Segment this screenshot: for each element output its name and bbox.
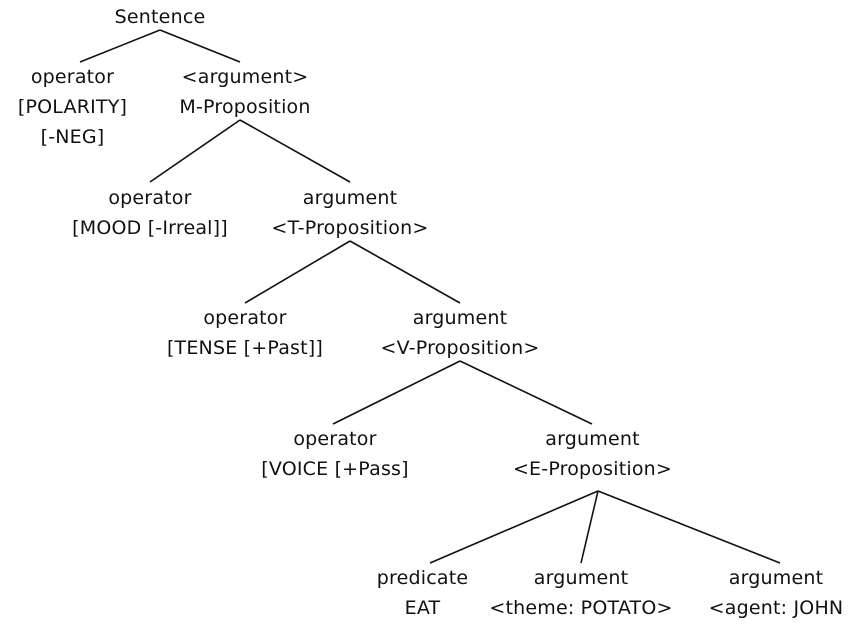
edge-eprop-predicate (429, 490, 599, 564)
node-category: <E-Proposition> (512, 458, 673, 480)
node-label: operator (30, 66, 115, 88)
node-label: <argument> (181, 66, 309, 88)
node-label: predicate (376, 567, 469, 589)
node-label: argument (728, 567, 824, 589)
node-polarity-operator: operator [POLARITY] [-NEG] (0, 62, 145, 152)
edge-vprop-argument (459, 360, 593, 425)
node-role: <theme: POTATO> (489, 597, 673, 619)
node-sentence: Sentence (100, 2, 220, 32)
node-mood-operator: operator [MOOD [-Irreal]] (60, 183, 240, 243)
node-tense-operator: operator [TENSE [+Past]] (150, 303, 340, 363)
edge-eprop-agent (597, 490, 781, 564)
edge-sentence-argument (159, 29, 241, 63)
node-agent-argument: argument <agent: JOHN (694, 563, 858, 623)
node-category: M-Proposition (179, 96, 311, 118)
edge-eprop-theme (580, 490, 599, 564)
edge-mprop-argument (239, 119, 351, 183)
node-feature: [POLARITY] (17, 96, 128, 118)
node-feature: [TENSE [+Past]] (166, 337, 324, 359)
node-feature-value: [-NEG] (40, 126, 105, 148)
node-label: argument (412, 307, 508, 329)
node-label: argument (545, 428, 640, 450)
node-m-proposition: <argument> M-Proposition (160, 62, 330, 122)
node-category: <V-Proposition> (380, 337, 540, 359)
edge-tprop-operator (244, 240, 351, 304)
node-label: operator (293, 428, 377, 450)
node-t-proposition: argument <T-Proposition> (260, 183, 440, 243)
node-label: argument (533, 567, 629, 589)
edge-mprop-operator (149, 119, 241, 183)
node-feature: [MOOD [-Irreal]] (72, 217, 228, 239)
node-theme-argument: argument <theme: POTATO> (476, 563, 686, 623)
node-value: EAT (404, 597, 441, 619)
node-voice-operator: operator [VOICE [+Pass] (250, 424, 420, 484)
node-role: <agent: JOHN (708, 597, 844, 619)
node-predicate: predicate EAT (365, 563, 480, 623)
edge-vprop-operator (332, 360, 461, 425)
node-sentence-label: Sentence (114, 6, 206, 28)
node-e-proposition: argument <E-Proposition> (500, 424, 685, 484)
node-label: operator (108, 187, 192, 209)
node-category: <T-Proposition> (271, 217, 429, 239)
edge-sentence-operator (79, 29, 161, 63)
node-v-proposition: argument <V-Proposition> (370, 303, 550, 363)
node-feature: [VOICE [+Pass] (261, 458, 409, 480)
edge-tprop-argument (349, 240, 461, 304)
node-label: argument (302, 187, 398, 209)
node-label: operator (203, 307, 287, 329)
